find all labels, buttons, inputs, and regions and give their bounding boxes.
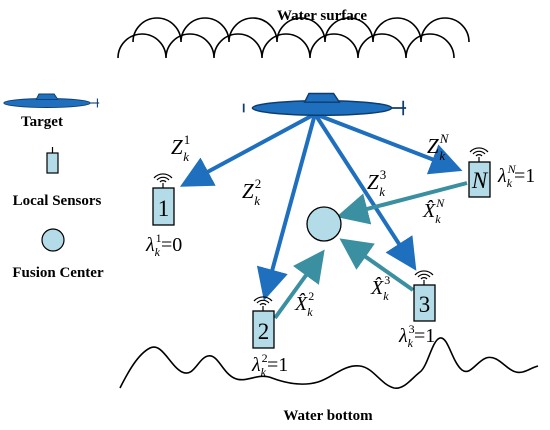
measurement-arrow-3 — [313, 112, 417, 271]
legend-submarine-icon — [0, 93, 100, 109]
sensor-N: N — [468, 147, 491, 198]
estimate-arrow-N — [336, 181, 468, 225]
water-bottom-label: Water bottom — [283, 408, 373, 424]
measurement-arrow-2 — [256, 113, 317, 301]
estimate-arrow-3 — [339, 238, 415, 292]
sensor-1-id: 1 — [158, 196, 170, 221]
sensor-3-id: 3 — [419, 292, 431, 317]
sensor-1: 1 — [152, 173, 175, 226]
legend-local-sensors-label: Local Sensors — [13, 193, 102, 209]
sensor-N-id: N — [471, 168, 489, 193]
sensor-3-antenna-icon — [414, 270, 434, 286]
sensor-3: 3 — [413, 270, 436, 322]
fusion-center-node — [306, 206, 342, 242]
legend-fusion-center-label: Fusion Center — [12, 265, 104, 281]
measurement-arrow-1 — [179, 112, 316, 187]
target-submarine — [242, 92, 407, 117]
water-surface-label: Water surface — [277, 8, 367, 24]
estimate-arrow-2 — [273, 249, 325, 320]
measurement-arrows — [179, 112, 463, 301]
legend-sensor-icon — [46, 147, 59, 174]
sensor-N-antenna-icon — [469, 147, 489, 163]
estimate-arrows — [273, 181, 468, 320]
sensor-2: 2 — [252, 296, 275, 349]
legend: Target Local Sensors Fusion Center — [0, 93, 104, 281]
sensor-2-antenna-icon — [253, 296, 273, 312]
sensor-2-id: 2 — [258, 319, 270, 344]
measurement-arrow-N — [314, 112, 463, 175]
water-bottom-terrain — [119, 337, 539, 389]
water-surface-waves — [117, 17, 470, 59]
legend-fusion-center-icon — [41, 228, 65, 252]
sensor-1-antenna-icon — [153, 173, 173, 189]
legend-target-label: Target — [21, 114, 63, 130]
